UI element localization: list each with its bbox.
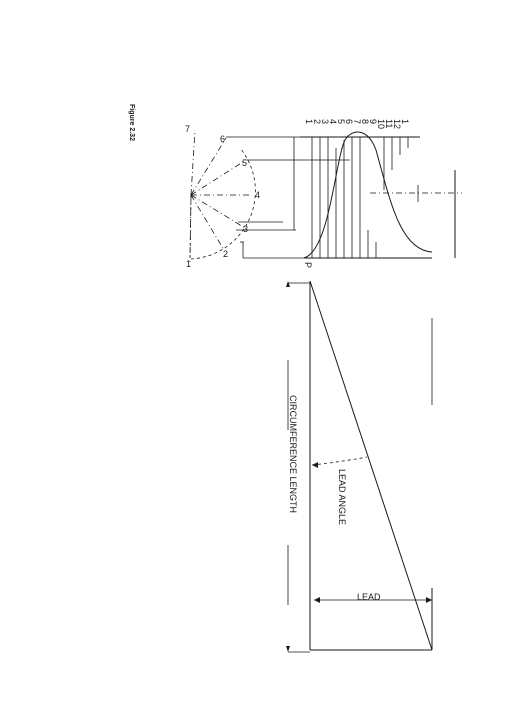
top-point-6: 6 [344,119,354,124]
dim-arrow-top [286,281,290,287]
top-point-1: 1 [304,119,314,124]
circle-point-7: 7 [185,124,190,134]
top-point-3: 3 [320,119,330,124]
top-point-12: 12 [392,119,402,129]
circumference-length-label: CIRCUMFERENCE LENGTH [288,395,298,513]
lead-arrow-left [314,597,320,603]
top-point-numbers: 1 2 3 4 5 6 7 8 9 10 11 12 1 [304,119,410,129]
top-point-9: 9 [368,119,378,124]
lead-angle-arc [311,456,368,466]
helix-hypotenuse [309,280,433,651]
top-point-2: 2 [312,119,322,124]
development-triangle [286,280,433,653]
top-point-8: 8 [360,119,370,124]
top-point-5: 5 [336,119,346,124]
top-point-7: 7 [352,119,362,124]
radial-lines [189,129,252,258]
circle-point-6: 6 [220,134,225,144]
lead-label: LEAD [357,592,381,602]
projection-lines [226,136,400,259]
helix-front-view [300,131,462,259]
circle-point-1: 1 [186,259,191,269]
circle-point-4: 4 [255,190,260,200]
top-point-10: 10 [376,119,386,129]
figure-label: Figure 2.32 [128,104,135,141]
divided-circle: 1 2 3 4 5 6 7 [185,124,260,269]
division-lines [311,137,409,258]
circle-point-5: 5 [242,158,247,168]
top-point-11: 11 [384,119,394,128]
lead-angle-arrow [312,462,318,468]
lead-angle-label: LEAD ANGLE [337,469,347,525]
helix-curve [303,131,433,259]
top-point-1-end: 1 [400,119,410,124]
dim-arrow-bottom [286,646,290,652]
circle-point-3: 3 [243,224,248,234]
lead-arrow-right [426,597,432,603]
circle-arc [190,147,256,260]
start-point-label: P [303,262,313,268]
circle-point-2: 2 [223,249,228,259]
top-point-4: 4 [328,119,338,124]
